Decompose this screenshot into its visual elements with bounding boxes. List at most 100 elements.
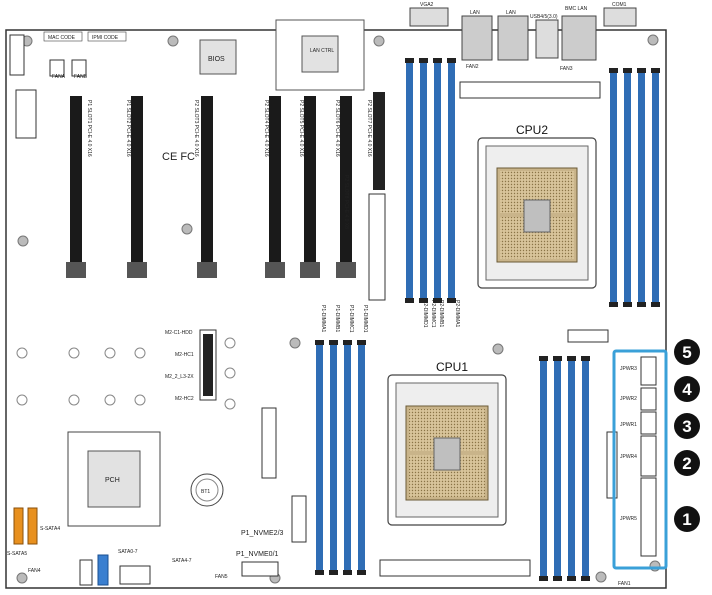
pcie-slot6-label: P2 SLOT6 PCI-E 4.0 X16 [334, 100, 340, 157]
ipmi-code-label: IPMI CODE [92, 35, 119, 41]
cpu1-dimm-clip-top-4 [357, 340, 366, 345]
pcie-slot-5 [304, 96, 316, 276]
pcie-slot8-label: P2 SLOT8 PCI-E 4.0 X8 [343, 175, 349, 229]
cpu1-right-dimm-1 [540, 360, 547, 576]
m2-label-1: M2-C1-HDD [165, 330, 193, 336]
cpu1-right-dimm-3 [568, 360, 575, 576]
pcie-slot-latch-5 [300, 262, 320, 278]
fan-label-3: FAN3 [560, 66, 573, 72]
cpu2-right-dimm-clip-bot-1 [609, 302, 618, 307]
sata-label-4: SATA4-7 [172, 558, 192, 564]
bmc-lan-port [562, 16, 596, 60]
callout-4-number: 4 [682, 380, 692, 399]
cpu2-right-dimm-clip-top-3 [637, 68, 646, 73]
cpu1-right-dimm-clip-top-4 [581, 356, 590, 361]
usb-label: USB4/5(3.0) [530, 14, 558, 20]
pcie-slot-latch-6 [336, 262, 356, 278]
m2-label-4: M2-HC2 [175, 396, 194, 402]
bios-label: BIOS [208, 56, 225, 63]
sata-label-2: S-SATA4 [40, 526, 60, 532]
cpu1-dimm-2 [330, 344, 337, 570]
mac-code-label: MAC CODE [48, 35, 76, 41]
pcie-slot3-label: P2 SLOT3 PCI-E 4.0 X16 [193, 100, 199, 157]
pcie-slot2-label: P1 SLOT2 PCI-E 4.0 X16 [125, 100, 131, 157]
cpu1-right-dimm-clip-top-1 [539, 356, 548, 361]
cpu2-right-dimm-clip-top-4 [651, 68, 660, 73]
fan-label-5: FAN5 [215, 574, 228, 580]
vga-label: VGA2 [420, 2, 434, 8]
cpu1-right-dimm-clip-bot-2 [553, 576, 562, 581]
cpu1-dimm-clip-bot-1 [315, 570, 324, 575]
fan-label-a: FANA [52, 74, 66, 80]
pcie-slot7-connector [373, 92, 385, 190]
cpu1-dimm-label-4: P1-DIMMD1 [362, 305, 368, 333]
cpu1-dimm-clip-top-1 [315, 340, 324, 345]
cpu1-dimm-clip-bot-2 [329, 570, 338, 575]
pcie-slot5-label: P2 SLOT5 PCI-E 4.0 X16 [298, 100, 304, 157]
cpu2-dimm-clip-top-4 [447, 58, 456, 63]
cpu1-socket [388, 375, 506, 525]
pcie-slot-latch-2 [127, 262, 147, 278]
cpu2-right-dimm-clip-bot-3 [637, 302, 646, 307]
cpu2-dimm-clip-bot-1 [405, 298, 414, 303]
lan-ctrl-label: LAN CTRL [310, 48, 334, 54]
cpu2-dimm-3 [434, 62, 441, 298]
cpu1-right-dimm-clip-bot-1 [539, 576, 548, 581]
cpu1-right-dimm-clip-top-2 [553, 356, 562, 361]
jpwr-label-3: JPWR1 [620, 422, 637, 428]
callout-1-number: 1 [682, 510, 691, 529]
cpu1-dimm-clip-top-2 [329, 340, 338, 345]
cpu1-dimm-3 [344, 344, 351, 570]
cpu2-dimm-4 [448, 62, 455, 298]
cpu2-socket [478, 138, 596, 288]
sata-label-1: S-SATA5 [7, 551, 27, 557]
fan-label-2: FAN2 [466, 64, 479, 70]
pcie-slot-4 [269, 96, 281, 276]
cpu2-label: CPU2 [516, 123, 548, 137]
cpu2-right-dimm-3 [638, 72, 645, 302]
callout-group: 5 4 3 2 1 [674, 339, 700, 532]
callout-2-number: 2 [682, 454, 691, 473]
lan-label-1: LAN [470, 10, 480, 16]
bmc-lan-label: BMC LAN [565, 6, 588, 12]
jpwr-label-5: JPWR5 [620, 516, 637, 522]
cpu2-dimm-2 [420, 62, 427, 298]
sata-label-3: SATA0-7 [118, 549, 138, 555]
pch-label: PCH [105, 477, 120, 484]
m2-label-2: M2-HC1 [175, 352, 194, 358]
cpu2-right-dimm-1 [610, 72, 617, 302]
cpu2-dimm-label-2: P2-DIMMC1 [430, 300, 436, 328]
fan-label-1: FAN1 [618, 581, 631, 587]
cpu1-label: CPU1 [436, 360, 468, 374]
cpu1-right-dimm-clip-bot-4 [581, 576, 590, 581]
cpu1-dimm-1 [316, 344, 323, 570]
pcie-slot4-label: P2 SLOT4 PCI-E 4.0 X16 [263, 100, 269, 157]
cpu2-dimm-label-3: P2-DIMMB1 [438, 300, 444, 327]
fan-label-4: FAN4 [28, 568, 41, 574]
cpu2-right-dimm-2 [624, 72, 631, 302]
pcie-slot8-connector [369, 194, 385, 300]
cpu1-right-dimm-clip-bot-3 [567, 576, 576, 581]
cpu2-right-dimm-clip-top-2 [623, 68, 632, 73]
fan-label-b: FANB [74, 74, 88, 80]
cpu2-dimm-label-1: P2-DIMMD1 [422, 300, 428, 328]
ce-fc-mark: CE FC [162, 151, 195, 163]
com-label: COM1 [612, 2, 627, 8]
usb-port [536, 20, 558, 58]
callout-5-number: 5 [682, 343, 691, 362]
cpu1-dimm-clip-bot-3 [343, 570, 352, 575]
cpu2-dimm-clip-top-1 [405, 58, 414, 63]
pcie-slot-3 [201, 96, 213, 276]
cpu2-dimm-clip-top-2 [419, 58, 428, 63]
cpu2-dimm-label-4: P2-DIMMA1 [454, 300, 460, 327]
cpu2-right-dimm-4 [652, 72, 659, 302]
pcie-slot-latch-3 [197, 262, 217, 278]
vga-port [410, 8, 448, 26]
cpu2-right-dimm-clip-top-1 [609, 68, 618, 73]
cpu1-right-dimm-4 [582, 360, 589, 576]
cpu1-right-dimm-clip-top-3 [567, 356, 576, 361]
cpu2-dimm-clip-top-3 [433, 58, 442, 63]
jpwr-label-4: JPWR4 [620, 454, 637, 460]
cpu2-right-dimm-clip-bot-4 [651, 302, 660, 307]
